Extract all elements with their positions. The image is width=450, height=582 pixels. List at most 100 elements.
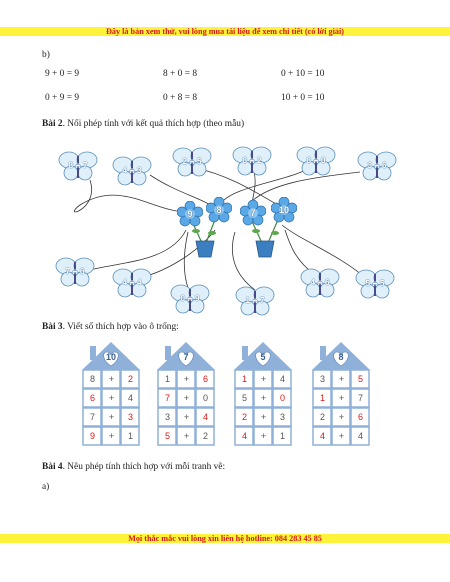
given-cell: 4 (279, 374, 285, 384)
footer-banner: Mọi thắc mắc vui lòng xin liên hệ hotlin… (0, 534, 450, 543)
butterfly-card[interactable]: 5 + 5 (355, 268, 395, 300)
house-roof-number: 7 (183, 352, 189, 362)
butterfly-label: 4 + 4 (122, 277, 142, 287)
flower-label: 7 (250, 208, 256, 218)
given-cell: 3 (164, 412, 170, 422)
butterfly-label: 8 + 2 (242, 155, 262, 165)
given-cell: + (260, 431, 267, 441)
butterfly-label: 3 + 6 (367, 160, 387, 170)
given-cell: + (338, 374, 345, 384)
house-shape (82, 342, 140, 446)
answer-cell[interactable]: 7 (164, 393, 170, 403)
butterfly-label: 5 + 5 (365, 278, 385, 288)
bai3-label: Bài 3 (42, 322, 63, 332)
given-cell: + (108, 431, 115, 441)
given-cell: 2 (202, 431, 208, 441)
house-shape (234, 342, 292, 446)
answer-cell[interactable]: 5 (357, 374, 363, 384)
bai4-label: Bài 4 (42, 462, 63, 472)
butterfly-label: 7 + 6 (65, 266, 85, 276)
butterfly-card[interactable]: 2 + 5 (172, 146, 212, 178)
equation: 0 + 9 = 9 (45, 93, 80, 103)
answer-cell[interactable]: 2 (127, 374, 133, 384)
butterfly-card[interactable]: 8 + 7 (58, 150, 98, 182)
bai2-label: Bài 2 (42, 119, 63, 129)
butterfly-label: 4 + 6 (310, 277, 330, 287)
equation: 9 + 0 = 9 (45, 69, 80, 79)
house-roof-number: 5 (260, 352, 266, 362)
answer-cell[interactable]: 4 (202, 412, 208, 422)
bai2-heading: Bài 2. Nối phép tính với kết quả thích h… (42, 119, 244, 129)
answer-cell[interactable]: 3 (127, 412, 133, 422)
given-cell: + (338, 412, 345, 422)
butterfly-label: 4 + 3 (122, 165, 142, 175)
answer-cell[interactable]: 9 (89, 431, 95, 441)
answer-cell[interactable]: 4 (319, 431, 325, 441)
answer-cell[interactable]: 4 (241, 431, 247, 441)
part-a-label: a) (42, 482, 50, 492)
house-roof-number: 8 (338, 352, 344, 362)
given-cell: + (183, 412, 190, 422)
flower-answer: 7 (239, 199, 267, 226)
match-line (73, 179, 186, 213)
given-cell: + (183, 393, 190, 403)
answer-cell[interactable]: 1 (241, 374, 247, 384)
given-cell: + (260, 412, 267, 422)
bai4-heading: Bài 4. Nêu phép tính thích hợp với mỗi t… (42, 462, 225, 472)
match-line (183, 231, 189, 289)
given-cell: 3 (319, 374, 325, 384)
butterfly-card[interactable]: 8 + 2 (232, 145, 272, 177)
butterfly-card[interactable]: 4 + 4 (112, 267, 152, 299)
butterfly-card[interactable]: 3 + 6 (357, 150, 397, 182)
given-cell: + (338, 431, 345, 441)
house-roof-number: 10 (105, 352, 116, 362)
equation: 10 + 0 = 10 (281, 93, 325, 103)
butterfly-card[interactable]: 8 + 0 (296, 145, 336, 177)
bai2-text: . Nối phép tính với kết quả thích hợp (t… (62, 119, 245, 129)
given-cell: 5 (241, 393, 247, 403)
bai3-text: . Viết số thích hợp vào ô trống: (62, 322, 179, 332)
given-cell: 4 (127, 393, 133, 403)
given-cell: 4 (357, 431, 363, 441)
answer-cell[interactable]: 0 (279, 393, 285, 403)
house-shape (157, 342, 215, 446)
answer-cell[interactable]: 2 (241, 412, 247, 422)
given-cell: 3 (279, 412, 285, 422)
given-cell: 1 (164, 374, 170, 384)
answer-cell[interactable]: 5 (164, 431, 170, 441)
flower-answer: 8 (205, 196, 233, 223)
house-shape (312, 342, 370, 446)
butterfly-card[interactable]: 0 + 9 (170, 283, 210, 315)
given-cell: + (108, 412, 115, 422)
flower-answer: 10 (270, 196, 298, 223)
flower-label: 10 (278, 205, 289, 215)
flower-label: 8 (216, 205, 222, 215)
butterfly-card[interactable]: 4 + 6 (300, 267, 340, 299)
given-cell: 2 (319, 412, 325, 422)
given-cell: + (338, 393, 345, 403)
given-cell: 1 (127, 431, 133, 441)
given-cell: + (108, 393, 115, 403)
given-cell: 0 (202, 393, 208, 403)
part-b-label: b) (42, 50, 50, 60)
given-cell: + (183, 374, 190, 384)
answer-cell[interactable]: 6 (357, 412, 363, 422)
butterfly-card[interactable]: 1 + 7 (235, 285, 275, 317)
match-line (247, 171, 361, 206)
equation: 0 + 10 = 10 (281, 69, 325, 79)
equation: 8 + 0 = 8 (163, 69, 198, 79)
butterfly-label: 8 + 7 (68, 160, 88, 170)
answer-cell[interactable]: 6 (202, 374, 208, 384)
flower-answer: 9 (176, 200, 204, 227)
flower-pots (189, 214, 281, 258)
flower-label: 9 (187, 209, 193, 219)
given-cell: + (108, 374, 115, 384)
butterfly-card[interactable]: 4 + 3 (112, 155, 152, 187)
answer-cell[interactable]: 6 (89, 393, 95, 403)
answer-cell[interactable]: 1 (319, 393, 325, 403)
butterfly-card[interactable]: 7 + 6 (55, 256, 95, 288)
